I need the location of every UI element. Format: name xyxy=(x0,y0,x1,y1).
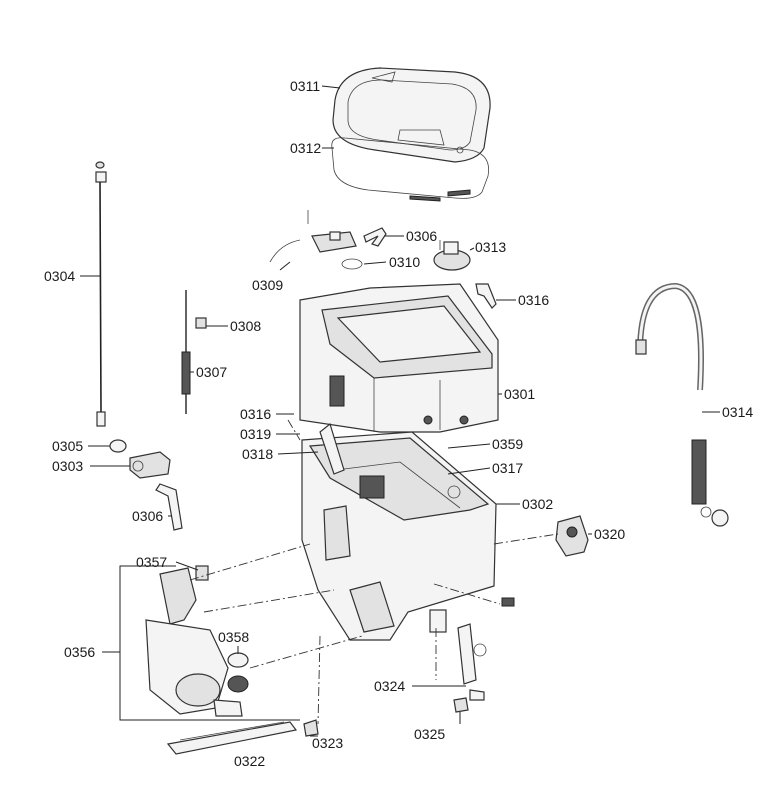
label-0314: 0314 xyxy=(722,404,753,420)
rod-spring-0307 xyxy=(181,290,191,414)
pipe-0304 xyxy=(95,161,107,427)
label-0317: 0317 xyxy=(492,460,523,476)
upper-tub-0301 xyxy=(299,283,499,433)
label-0316-mid: 0316 xyxy=(240,406,271,422)
fitting-0305 xyxy=(109,439,127,453)
label-0318: 0318 xyxy=(242,446,273,462)
door-lock-0309 xyxy=(269,210,357,263)
label-0312: 0312 xyxy=(290,140,321,156)
label-0357: 0357 xyxy=(136,554,167,570)
heater-0322 xyxy=(166,721,298,755)
label-0320: 0320 xyxy=(594,526,625,542)
part-0325 xyxy=(453,697,469,713)
label-0304: 0304 xyxy=(44,268,75,284)
label-0359: 0359 xyxy=(492,436,523,452)
group-bracket-0356 xyxy=(102,565,300,721)
pressure-switch-0313 xyxy=(433,240,471,271)
valve-0303 xyxy=(129,451,171,479)
hose-0306-top xyxy=(363,227,387,247)
label-0325: 0325 xyxy=(414,726,445,742)
filter-0358 xyxy=(227,652,249,668)
label-0311: 0311 xyxy=(290,78,320,94)
label-0306-top: 0306 xyxy=(406,228,437,244)
lever-0324 xyxy=(457,623,487,701)
door-frame-0311 xyxy=(332,67,491,163)
label-0309: 0309 xyxy=(252,277,283,293)
ring-0310 xyxy=(341,258,363,270)
leader-lines xyxy=(80,85,720,737)
gasket-0312 xyxy=(331,137,489,202)
label-0316-top: 0316 xyxy=(518,292,549,308)
label-0322: 0322 xyxy=(234,753,265,769)
label-0358: 0358 xyxy=(218,629,249,645)
label-0303: 0303 xyxy=(52,458,83,474)
label-0310: 0310 xyxy=(389,254,420,270)
bracket-0323 xyxy=(303,719,319,737)
label-0302: 0302 xyxy=(522,496,553,512)
lower-tub-0302 xyxy=(301,422,497,641)
label-0301: 0301 xyxy=(504,386,535,402)
hose-0306-left xyxy=(155,483,183,531)
hose-0316-top xyxy=(475,283,497,309)
part-labels: 0311 0312 0306 0313 0310 0309 0316 0304 … xyxy=(44,78,753,769)
drain-hose-0314 xyxy=(635,282,729,527)
screw xyxy=(501,597,515,607)
label-0306-left: 0306 xyxy=(132,508,163,524)
sensor-0320 xyxy=(555,515,589,557)
label-0305: 0305 xyxy=(52,438,83,454)
label-0308: 0308 xyxy=(230,318,261,334)
label-0313: 0313 xyxy=(475,239,506,255)
label-0319: 0319 xyxy=(240,426,271,442)
label-0323: 0323 xyxy=(312,735,343,751)
clip-0308 xyxy=(195,317,207,329)
pump-0356 xyxy=(145,565,249,717)
alignment-lines xyxy=(189,419,559,725)
label-0307: 0307 xyxy=(196,364,227,380)
label-0324: 0324 xyxy=(374,678,405,694)
label-0356: 0356 xyxy=(64,644,95,660)
